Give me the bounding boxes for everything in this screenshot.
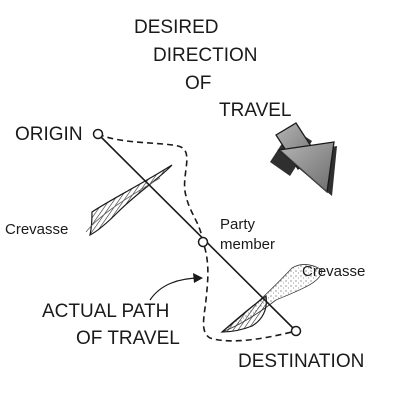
crevasse-right-label: Crevasse — [302, 263, 365, 280]
party-member-point — [197, 236, 209, 248]
heading-line-4: TRAVEL — [219, 100, 292, 121]
thick-arrow-down-right-icon — [270, 122, 337, 196]
actual-path-label-line-1: ACTUAL PATH — [42, 301, 169, 322]
origin-point — [92, 128, 104, 140]
actual-path-callout-arrowhead — [193, 273, 203, 283]
party-member-label-line-2: member — [220, 236, 275, 253]
crevasse-right — [220, 264, 323, 333]
heading-line-1: DESIRED — [134, 17, 218, 38]
actual-path-callout-line — [149, 277, 201, 301]
crevasse-left — [85, 164, 173, 237]
party-member-label-line-1: Party — [220, 216, 256, 233]
origin-label: ORIGIN — [15, 124, 83, 145]
desired-direction-heading: DESIRED DIRECTION OF TRAVEL — [134, 17, 292, 121]
desired-path-line — [97, 133, 297, 332]
heading-line-3: OF — [185, 73, 211, 94]
heading-line-2: DIRECTION — [153, 45, 258, 66]
destination-point — [290, 325, 302, 337]
destination-label: DESTINATION — [238, 351, 364, 372]
crevasse-left-label: Crevasse — [5, 221, 68, 238]
actual-path-label-line-2: OF TRAVEL — [76, 328, 180, 349]
